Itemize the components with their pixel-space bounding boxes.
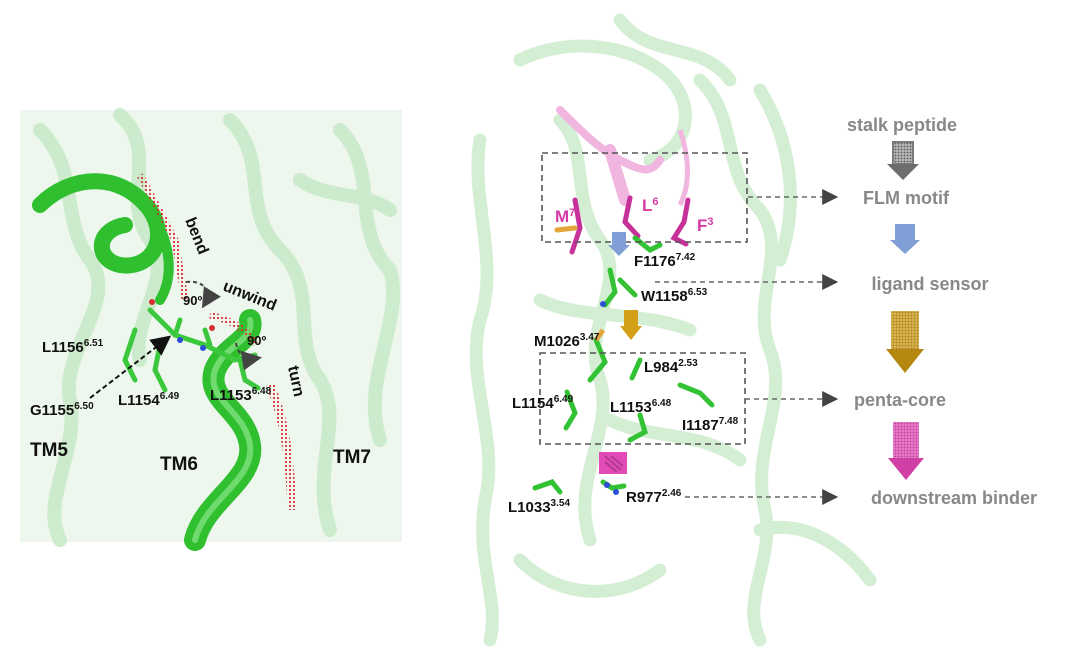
- inline-arrow-blue: [608, 232, 630, 256]
- flm-letter-m: M7: [555, 207, 575, 226]
- residue-label-l1033: L10333.54: [508, 498, 570, 516]
- left-panel: bend unwind turn 90º 90º L11566.51 G1155…: [20, 108, 402, 551]
- residue-label-l1154: L11546.49: [512, 394, 574, 412]
- flow-label-downstream-binder: downstream binder: [871, 488, 1037, 508]
- turn-angle-arrow: [235, 342, 262, 371]
- tm7-label: TM7: [333, 447, 371, 468]
- right-panel: M7 L6 F3 F11767.42 W11586.53 M10263.47 L…: [469, 13, 877, 647]
- residue-label-l1153: L11536.48: [210, 386, 272, 404]
- stalk-peptide: [556, 106, 690, 207]
- residue-label-l1154: L11546.49: [118, 391, 180, 409]
- turn-label: turn: [284, 364, 307, 398]
- tm6-label: TM6: [160, 454, 198, 475]
- inline-arrow-pink: [599, 452, 627, 474]
- signal-flow-column: stalk peptide FLM motif ligand sensor pe…: [847, 115, 1037, 508]
- angle-label-1: 90º: [183, 293, 202, 308]
- right-side-chains: [532, 235, 715, 495]
- upper-green-helix: [32, 173, 174, 305]
- flow-arrow-pink: [888, 422, 924, 480]
- residue-label-r977: R9772.46: [626, 488, 682, 506]
- tm6-helix: [184, 309, 262, 551]
- residue-label-m1026: M10263.47: [534, 332, 600, 350]
- residue-label-w1158: W11586.53: [641, 287, 708, 305]
- residue-label-l984: L9842.53: [644, 358, 698, 376]
- residue-label-l1153: L11536.48: [610, 398, 672, 416]
- flow-arrow-blue: [890, 224, 920, 254]
- right-background-helices: [469, 13, 877, 647]
- flm-motif-box: [541, 152, 748, 243]
- g1155-pointer-arrow: [89, 335, 172, 399]
- flm-letter-l: L6: [642, 196, 659, 215]
- flow-label-ligand-sensor: ligand sensor: [871, 274, 988, 294]
- flow-arrow-gold: [886, 311, 924, 373]
- left-atoms: [149, 299, 215, 351]
- residue-label-g1155: G11556.50: [30, 401, 94, 419]
- flm-side-chains: [554, 195, 691, 255]
- flm-letter-f: F3: [697, 216, 714, 235]
- residue-label-l1156: L11566.51: [42, 338, 104, 356]
- residue-label-f1176: F11767.42: [634, 252, 696, 270]
- flow-label-stalk-peptide: stalk peptide: [847, 115, 957, 135]
- tm5-label: TM5: [30, 440, 68, 461]
- flow-arrow-gray: [887, 141, 919, 180]
- bend-arrow: [185, 280, 221, 309]
- right-atoms: [593, 301, 619, 495]
- inline-arrow-gold: [620, 310, 642, 340]
- angle-label-2: 90º: [247, 333, 266, 348]
- residue-label-i1187: I11877.48: [682, 416, 739, 434]
- motion-traces: [136, 173, 297, 511]
- flow-label-flm-motif: FLM motif: [863, 188, 950, 208]
- connector-lines: [655, 189, 839, 505]
- flow-label-penta-core: penta-core: [854, 390, 946, 410]
